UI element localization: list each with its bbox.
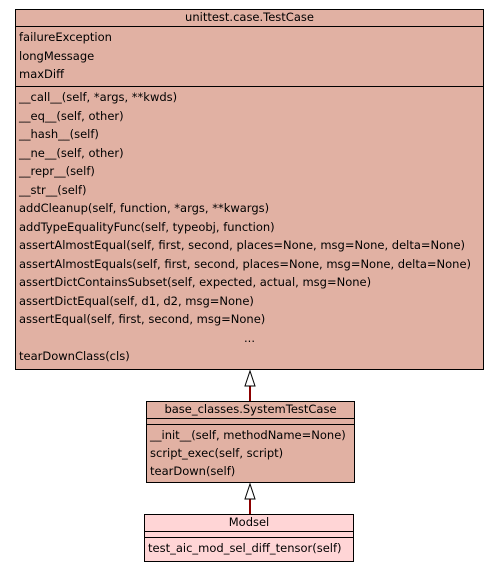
method-init: __init__(self, methodName=None) (150, 428, 346, 442)
method-eq: __eq__(self, other) (19, 108, 124, 123)
methods-compartment-system-test-case: __init__(self, methodName=None) script_e… (147, 425, 354, 482)
attributes-compartment-modsel (145, 532, 353, 538)
method-str: __str__(self) (19, 182, 87, 197)
method-add-cleanup: addCleanup(self, function, *args, **kwar… (19, 201, 270, 215)
method-add-type-equality-func: addTypeEqualityFunc(self, typeobj, funct… (19, 219, 275, 234)
method-call: __call__(self, *args, **kwds) (19, 90, 178, 104)
class-box-modsel[interactable]: Modsel test_aic_mod_sel_diff_tensor(self… (144, 514, 354, 562)
method-assert-equal: assertEqual(self, first, second, msg=Non… (19, 312, 266, 326)
method-hash: __hash__(self) (19, 127, 99, 141)
class-box-system-test-case[interactable]: base_classes.SystemTestCase __init__(sel… (146, 401, 355, 483)
attributes-compartment-system-test-case (147, 419, 354, 425)
attribute-max-diff: maxDiff (19, 67, 65, 81)
methods-compartment-testcase: __call__(self, *args, **kwds) __eq__(sel… (16, 87, 483, 368)
class-title-testcase: unittest.case.TestCase (16, 10, 483, 27)
method-tear-down-class: tearDownClass(cls) (19, 349, 130, 363)
class-title-modsel: Modsel (145, 515, 353, 532)
methods-ellipsis: ... (244, 330, 255, 345)
method-tear-down: tearDown(self) (150, 464, 236, 478)
method-repr: __repr__(self) (19, 164, 95, 178)
class-title-system-test-case: base_classes.SystemTestCase (147, 402, 354, 419)
method-assert-dict-equal: assertDictEqual(self, d1, d2, msg=None) (19, 293, 254, 308)
method-assert-almost-equal: assertAlmostEqual(self, first, second, p… (19, 238, 466, 252)
inheritance-edge-system-to-testcase (244, 369, 256, 401)
methods-compartment-modsel: test_aic_mod_sel_diff_tensor(self) (145, 538, 353, 559)
attribute-long-message: longMessage (19, 48, 95, 63)
attributes-compartment-testcase: failureException longMessage maxDiff (16, 27, 483, 87)
attribute-failure-exception: failureException (19, 30, 112, 44)
inheritance-edge-modsel-to-system (244, 482, 256, 514)
class-box-testcase[interactable]: unittest.case.TestCase failureException … (15, 9, 484, 370)
method-ne: __ne__(self, other) (19, 145, 124, 160)
method-assert-dict-contains-subset: assertDictContainsSubset(self, expected,… (19, 275, 372, 289)
method-script-exec: script_exec(self, script) (150, 446, 284, 460)
method-test-aic-mod-sel-diff-tensor: test_aic_mod_sel_diff_tensor(self) (148, 541, 342, 555)
method-assert-almost-equals: assertAlmostEquals(self, first, second, … (19, 256, 472, 271)
